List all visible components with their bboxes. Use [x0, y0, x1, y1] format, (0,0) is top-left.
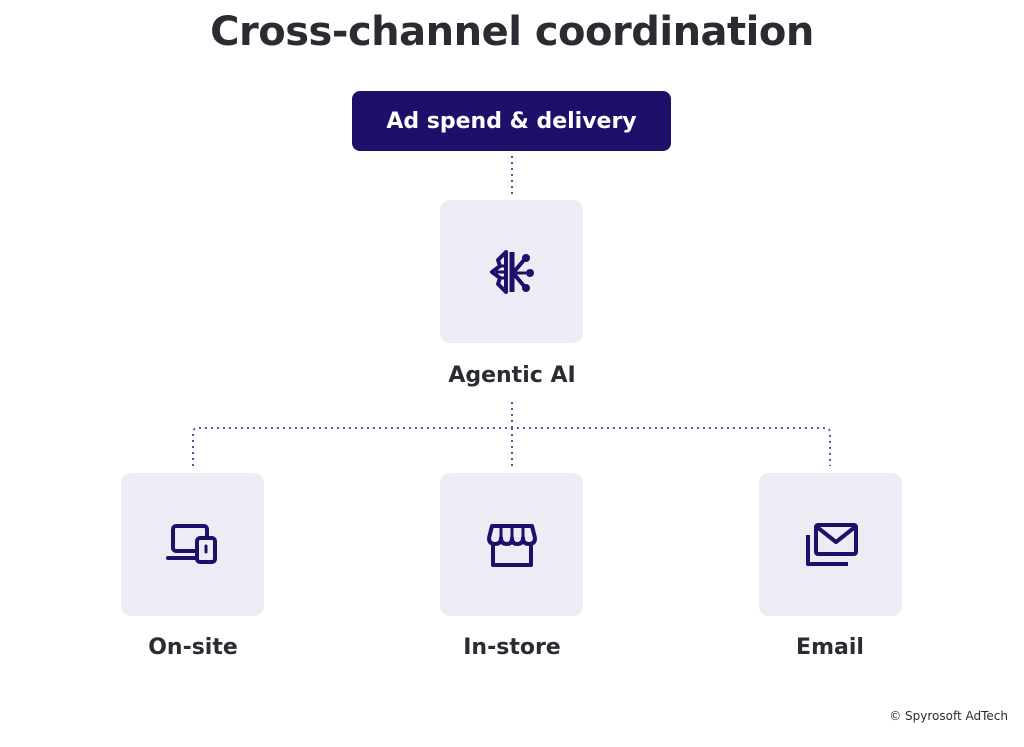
channel-card-email [759, 473, 902, 616]
channel-card-in-store [440, 473, 583, 616]
ad-spend-label: Ad spend & delivery [386, 108, 637, 134]
agentic-ai-label: Agentic AI [448, 363, 576, 388]
in-store-label: In-store [463, 635, 561, 660]
ai-brain-icon [489, 249, 534, 294]
credit-text: © Spyrosoft AdTech [889, 709, 1008, 723]
agentic-ai-card [440, 200, 583, 343]
diagram-title: Cross-channel coordination [210, 9, 814, 55]
devices-icon [165, 523, 217, 564]
on-site-label: On-site [148, 635, 238, 660]
channel-card-on-site [121, 473, 264, 616]
connector-branch [192, 427, 831, 466]
mail-icon [805, 522, 858, 566]
email-label: Email [796, 635, 864, 660]
ad-spend-box: Ad spend & delivery [352, 91, 671, 151]
storefront-icon [486, 523, 537, 567]
